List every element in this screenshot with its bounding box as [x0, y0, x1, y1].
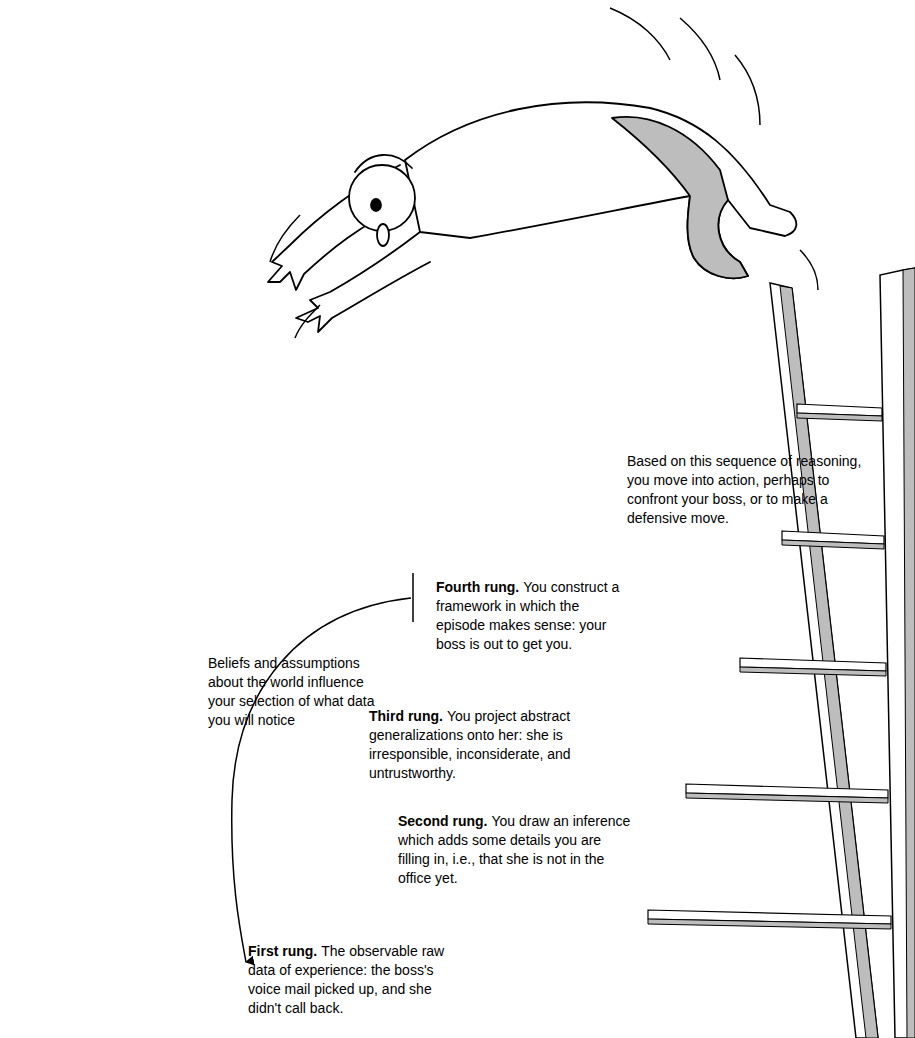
rung-heading: Fourth rung. — [436, 579, 519, 595]
figure-arm — [296, 232, 430, 332]
figure-body — [405, 102, 796, 278]
bracket-line — [412, 573, 414, 622]
ladder-rung-shade — [686, 793, 888, 803]
rung-heading: Third rung. — [369, 708, 443, 724]
motion-line — [800, 250, 818, 290]
figure-eye — [371, 199, 381, 211]
motion-line — [270, 215, 300, 262]
diving-figure — [268, 102, 796, 332]
ladder-rung-shade — [797, 413, 882, 421]
motion-lines — [270, 8, 818, 338]
annotation-group: Beliefs and assumptions about the world … — [208, 654, 388, 730]
ladder-rung-shade — [782, 540, 884, 549]
ladder-rung-shade — [740, 667, 886, 676]
rung-heading: Second rung. — [398, 813, 487, 829]
annotation-text: Beliefs and assumptions about the world … — [208, 655, 375, 728]
rung-text-group: Second rung.You draw an inference which … — [398, 812, 634, 888]
annotation-text: Based on this sequence of reasoning, you… — [627, 453, 861, 526]
motion-line — [735, 55, 760, 125]
motion-line — [680, 18, 720, 80]
figure-hair — [355, 155, 412, 172]
motion-line — [610, 8, 670, 60]
figure-glasses — [377, 224, 389, 246]
figure-leg-shade — [612, 117, 748, 278]
rung-text-group: Third rung.You project abstract generali… — [369, 707, 605, 783]
annotation-group: Based on this sequence of reasoning, you… — [627, 452, 877, 528]
rung-heading: First rung. — [248, 943, 317, 959]
figure-head — [349, 165, 415, 231]
motion-line — [295, 305, 320, 338]
ladder-rung-shade — [648, 919, 891, 929]
rung-text-group: First rung.The observable raw data of ex… — [248, 942, 454, 1018]
rung-text-group: Fourth rung.You construct a framework in… — [436, 578, 628, 654]
ladder-rail-shade — [903, 268, 915, 1038]
